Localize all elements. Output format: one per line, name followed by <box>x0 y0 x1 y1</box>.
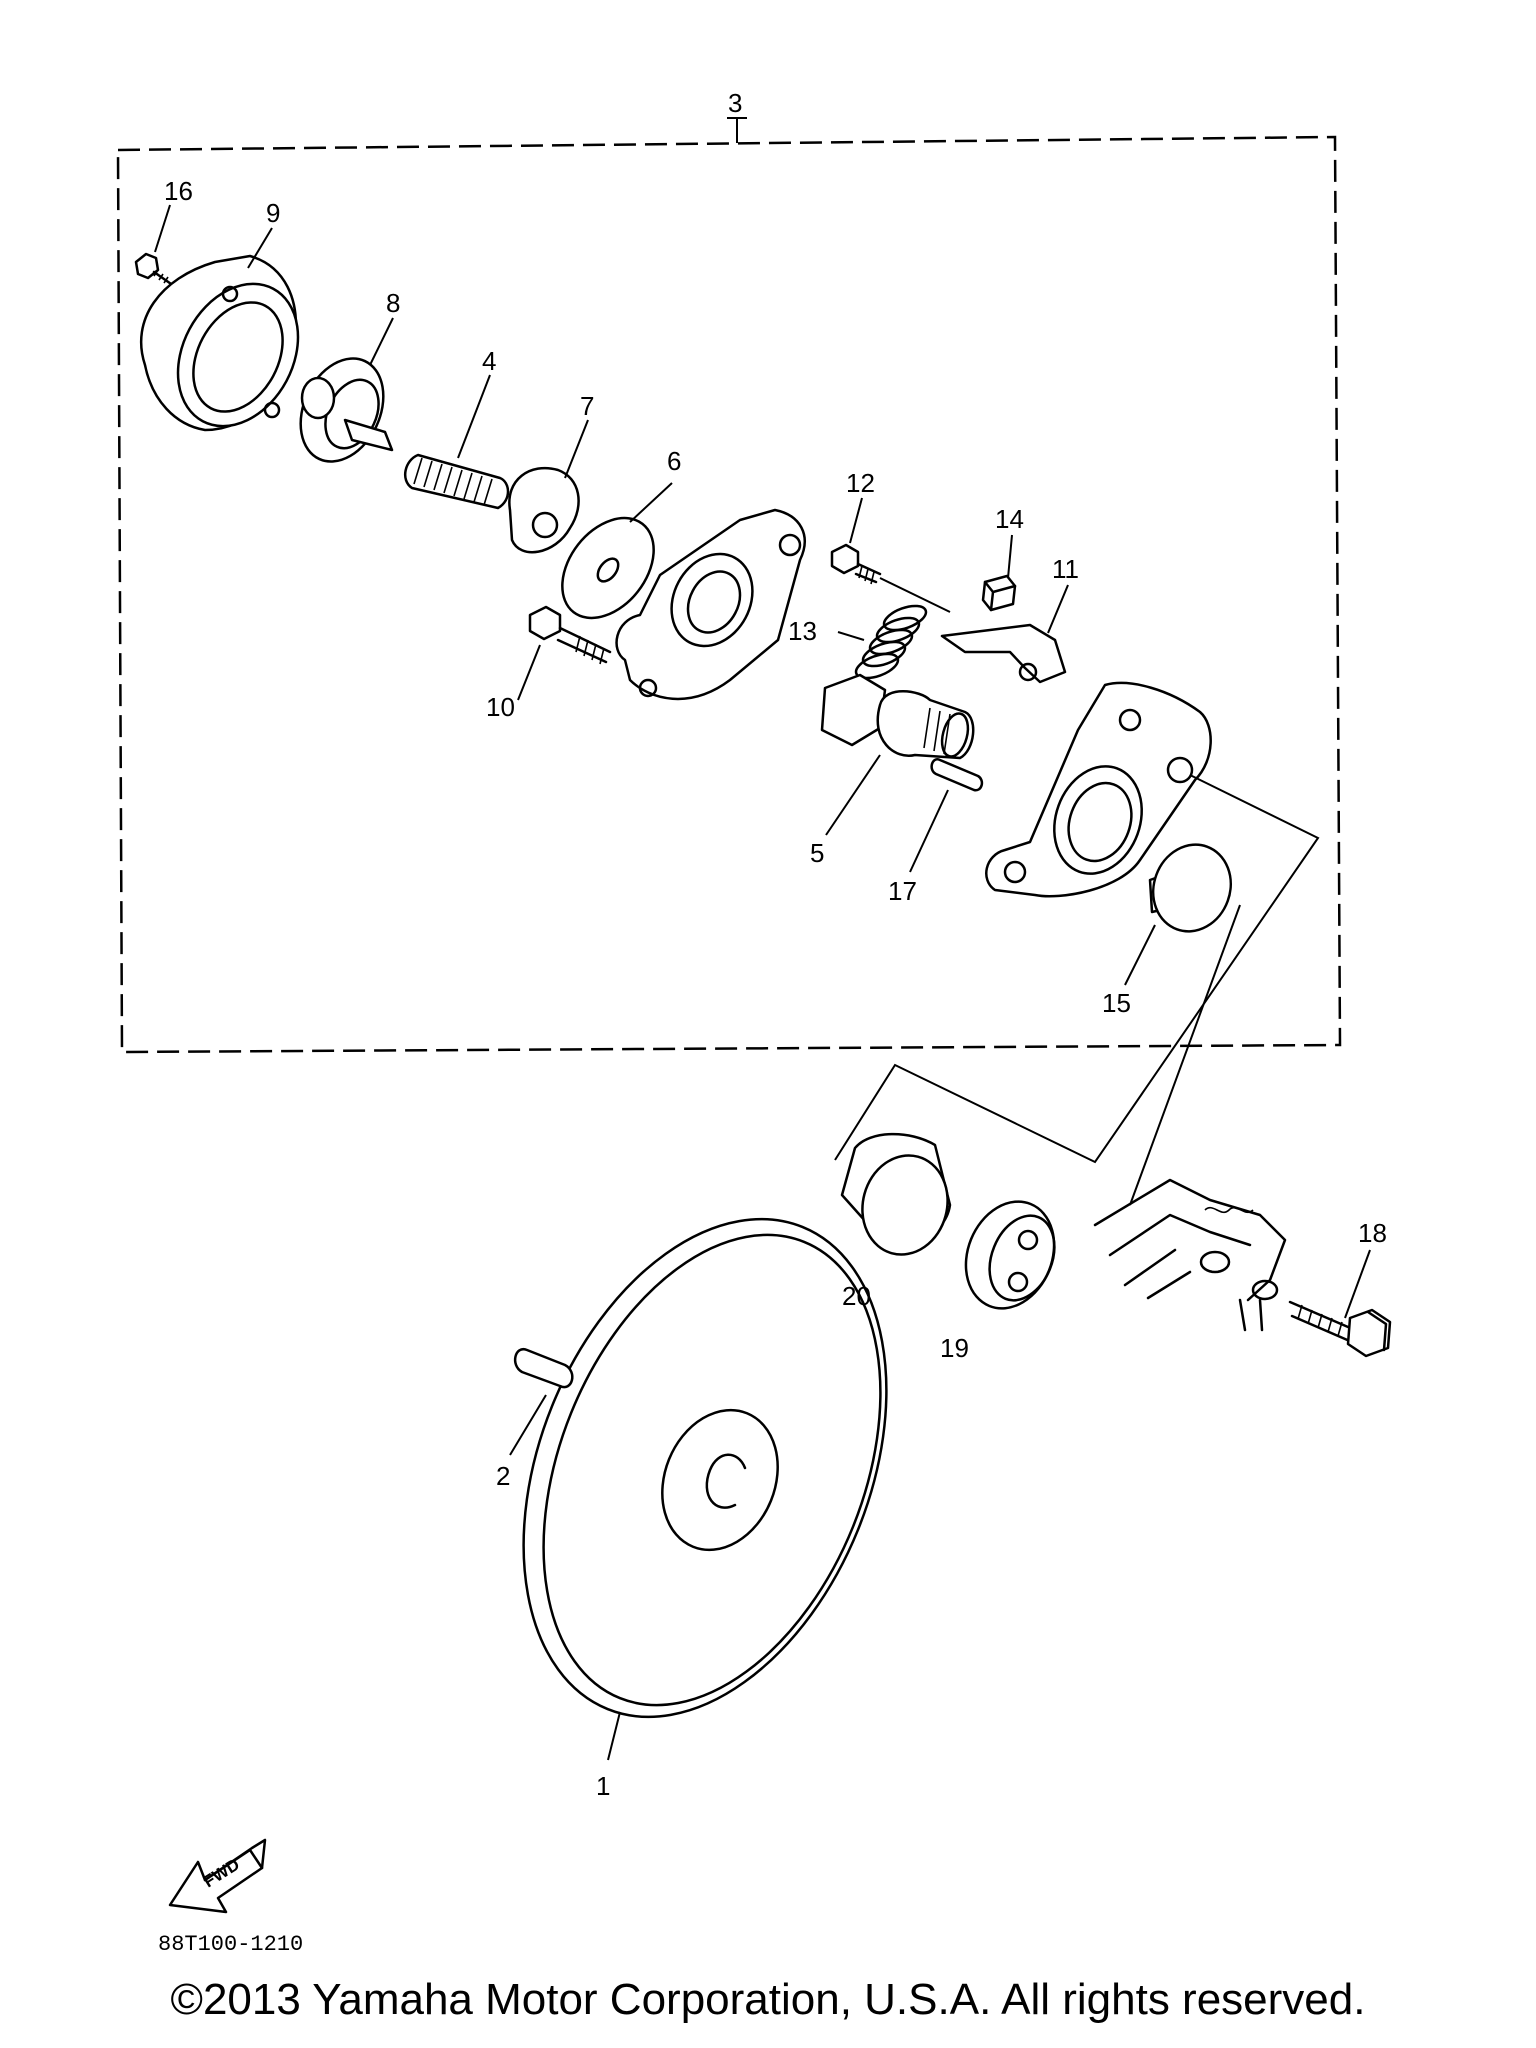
part-18-bolt <box>1288 1300 1392 1358</box>
part-13-spring <box>854 604 928 680</box>
leader-6 <box>629 482 673 523</box>
part-17-pin <box>930 758 984 792</box>
callout-7: 7 <box>580 391 594 421</box>
axis-line-12 <box>879 577 951 613</box>
leader-4 <box>457 374 491 459</box>
drawing-code: 88T100-1210 <box>158 1932 303 1957</box>
callout-19: 19 <box>940 1333 969 1363</box>
callout-15: 15 <box>1102 988 1131 1018</box>
part-4-spring <box>403 453 510 510</box>
part-8-rotor <box>299 357 394 463</box>
part-16-screw <box>134 252 176 288</box>
callout-10: 10 <box>486 692 515 722</box>
callout-12: 12 <box>846 468 875 498</box>
part-11-bracket <box>940 623 1067 684</box>
part-20-cap <box>840 1132 952 1256</box>
callout-17: 17 <box>888 876 917 906</box>
leader-18 <box>1344 1249 1371 1319</box>
callout-11: 11 <box>1052 554 1079 584</box>
part-12-bolt <box>830 543 882 585</box>
main-housing <box>985 681 1212 898</box>
callout-16: 16 <box>164 176 193 206</box>
callout-6: 6 <box>667 446 681 476</box>
callout-13: 13 <box>788 616 817 646</box>
callout-20: 20 <box>842 1281 871 1311</box>
leader-8 <box>369 317 394 366</box>
leader-16 <box>154 204 171 253</box>
leader-15 <box>1124 924 1156 986</box>
callout-8: 8 <box>386 288 400 318</box>
leader-7 <box>564 419 589 479</box>
housing-plate <box>615 508 806 701</box>
part-9-cover <box>139 254 300 432</box>
part-6-washer <box>561 516 655 620</box>
part-7-cam-plate <box>508 466 580 554</box>
callout-14: 14 <box>995 504 1024 534</box>
part-14-grommet <box>981 574 1017 612</box>
callout-3: 3 <box>728 88 742 118</box>
leader-2 <box>509 1394 547 1456</box>
leader-1 <box>607 1711 621 1761</box>
callout-4: 4 <box>482 346 496 376</box>
callout-1: 1 <box>596 1771 610 1801</box>
part-1-disc <box>522 1217 888 1719</box>
part-10-bolt <box>528 605 612 665</box>
callout-2: 2 <box>496 1461 510 1491</box>
callout-9: 9 <box>266 198 280 228</box>
callout-18: 18 <box>1358 1218 1387 1248</box>
assembly-3-boundary <box>116 135 1342 1054</box>
part-2-key <box>513 1347 574 1389</box>
copyright-notice: ©2013 Yamaha Motor Corporation, U.S.A. A… <box>170 1975 1366 2024</box>
part-5-lever-shaft <box>820 673 975 760</box>
leader-10 <box>517 644 541 701</box>
leader-5 <box>825 754 881 836</box>
alignment-line-b <box>1129 904 1241 1206</box>
part-19-cap <box>964 1200 1056 1310</box>
leader-13 <box>837 631 865 641</box>
leader-11 <box>1047 584 1069 634</box>
leader-9 <box>247 227 273 269</box>
callout-5: 5 <box>810 838 824 868</box>
engine-case-fragment <box>1093 1178 1287 1332</box>
fwd-arrow-icon: FWD <box>168 1838 267 1914</box>
leader-12 <box>849 497 863 544</box>
alignment-line-a <box>834 774 1320 1164</box>
leader-17 <box>909 789 949 873</box>
leader-14 <box>1007 534 1013 579</box>
part-15-plug <box>1148 843 1232 933</box>
